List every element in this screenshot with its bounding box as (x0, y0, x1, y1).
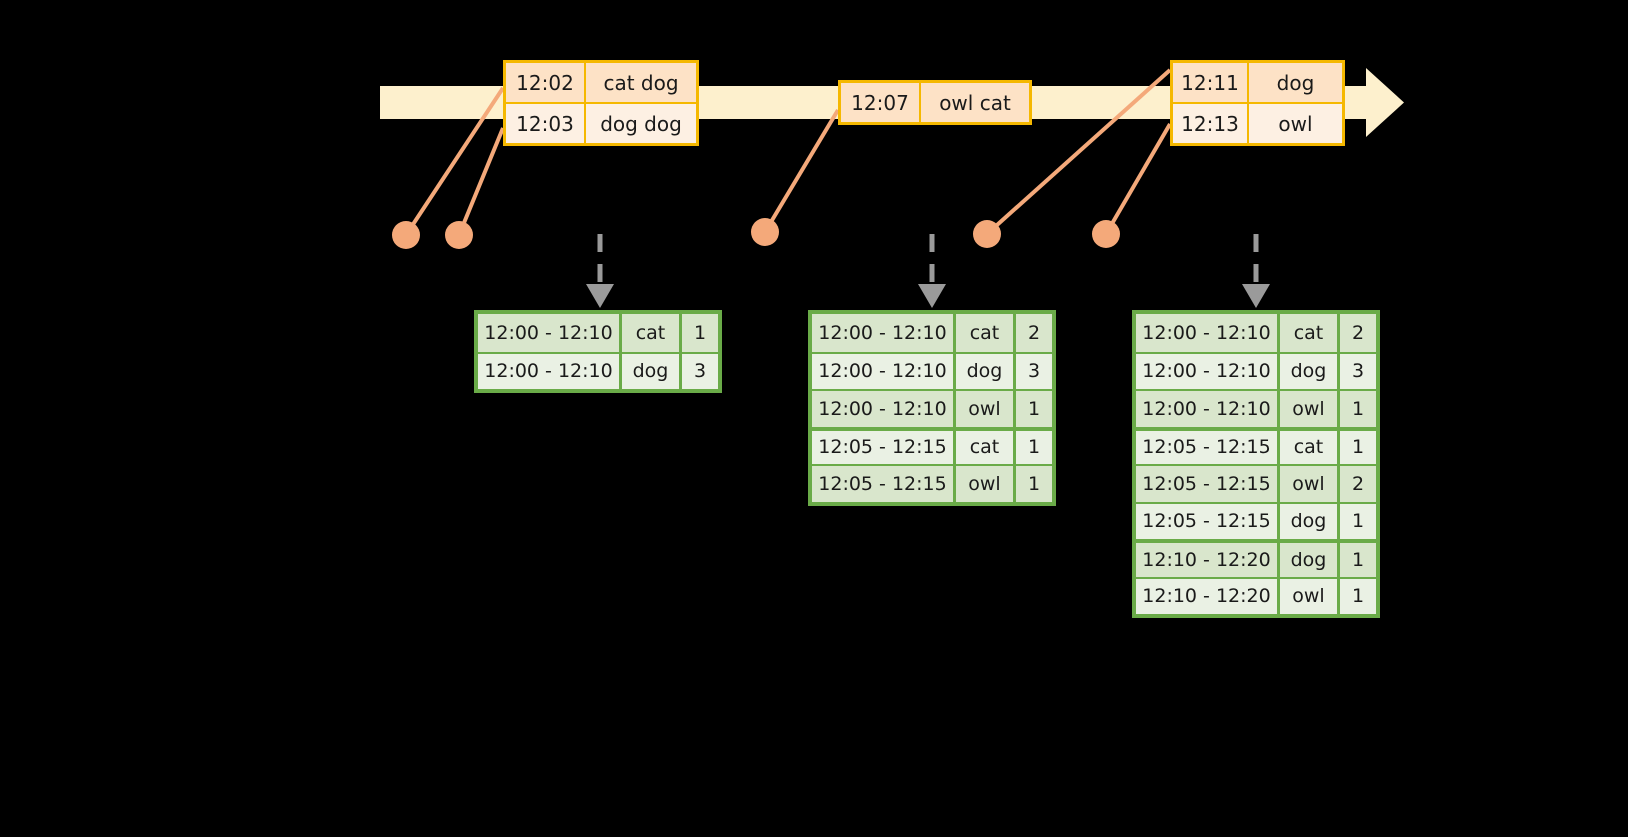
emit-arrows (597, 234, 1259, 286)
word-cell: dog (1280, 353, 1340, 389)
table-row[interactable]: 12:00 - 12:10 owl 1 (812, 389, 1052, 427)
window-cell: 12:00 - 12:10 (1136, 391, 1280, 427)
event-words: cat dog (603, 70, 679, 95)
count-cell: 3 (1027, 360, 1041, 383)
event-row[interactable]: 12:02 cat dog (506, 63, 696, 102)
window-cell: 12:00 - 12:10 (1136, 353, 1280, 389)
word-cell: cat (1280, 314, 1340, 352)
event-time: 12:11 (1173, 63, 1249, 102)
word-cell: owl (956, 391, 1016, 427)
event-row[interactable]: 12:11 dog (1173, 63, 1342, 102)
result-table-1[interactable]: 12:00 - 12:10 cat 1 12:00 - 12:10 dog 3 (474, 310, 722, 393)
count-cell: 2 (1351, 472, 1365, 495)
marker-dot-5[interactable] (1092, 220, 1120, 248)
table-row[interactable]: 12:10 - 12:20 dog 1 (1136, 539, 1376, 577)
marker-dots (392, 218, 1120, 249)
window-cell: 12:00 - 12:10 (812, 353, 956, 389)
table-row[interactable]: 12:05 - 12:15 cat 1 (1136, 426, 1376, 464)
table-row[interactable]: 12:00 - 12:10 dog 3 (478, 351, 718, 389)
window-cell: 12:10 - 12:20 (1136, 543, 1280, 577)
event-words: owl (1278, 111, 1313, 136)
count-cell: 1 (1027, 397, 1041, 420)
event-row[interactable]: 12:07 owl cat (841, 83, 1029, 122)
event-words: dog dog (600, 111, 682, 136)
table-row[interactable]: 12:00 - 12:10 cat 2 (1136, 314, 1376, 352)
count-cell: 1 (693, 321, 707, 344)
window-cell: 12:00 - 12:10 (478, 314, 622, 352)
count-cell: 2 (1351, 321, 1365, 344)
window-cell: 12:10 - 12:20 (1136, 578, 1280, 614)
count-cell: 3 (693, 360, 707, 383)
event-time: 12:02 (506, 63, 586, 102)
word-cell: owl (1280, 391, 1340, 427)
count-cell: 1 (1351, 397, 1365, 420)
word-cell: dog (622, 353, 682, 389)
marker-dot-2[interactable] (445, 221, 473, 249)
event-group-2[interactable]: 12:07 owl cat (838, 80, 1032, 125)
marker-dot-1[interactable] (392, 221, 420, 249)
event-row[interactable]: 12:03 dog dog (506, 102, 696, 143)
table-row[interactable]: 12:05 - 12:15 owl 2 (1136, 464, 1376, 502)
word-cell: cat (956, 430, 1016, 464)
window-cell: 12:00 - 12:10 (478, 353, 622, 389)
event-words: dog (1276, 70, 1315, 95)
table-row[interactable]: 12:05 - 12:15 cat 1 (812, 426, 1052, 464)
window-cell: 12:00 - 12:10 (1136, 314, 1280, 352)
word-cell: owl (1280, 466, 1340, 502)
table-row[interactable]: 12:00 - 12:10 cat 2 (812, 314, 1052, 352)
count-cell: 1 (1351, 510, 1365, 533)
table-row[interactable]: 12:05 - 12:15 owl 1 (812, 464, 1052, 502)
count-cell: 1 (1351, 548, 1365, 571)
window-cell: 12:00 - 12:10 (812, 391, 956, 427)
marker-connectors (404, 68, 1172, 237)
word-cell: dog (1280, 543, 1340, 577)
marker-dot-3[interactable] (751, 218, 779, 246)
count-cell: 1 (1027, 436, 1041, 459)
word-cell: cat (1280, 430, 1340, 464)
event-time: 12:07 (841, 83, 921, 122)
table-row[interactable]: 12:05 - 12:15 dog 1 (1136, 501, 1376, 539)
event-group-3[interactable]: 12:11 dog 12:13 owl (1170, 60, 1345, 146)
event-group-1[interactable]: 12:02 cat dog 12:03 dog dog (503, 60, 699, 146)
window-cell: 12:05 - 12:15 (812, 466, 956, 502)
window-cell: 12:05 - 12:15 (812, 430, 956, 464)
table-row[interactable]: 12:00 - 12:10 dog 3 (812, 351, 1052, 389)
result-table-3[interactable]: 12:00 - 12:10 cat 2 12:00 - 12:10 dog 3 … (1132, 310, 1380, 618)
event-words: owl cat (939, 90, 1011, 115)
word-cell: owl (956, 466, 1016, 502)
count-cell: 1 (1351, 585, 1365, 608)
result-table-2[interactable]: 12:00 - 12:10 cat 2 12:00 - 12:10 dog 3 … (808, 310, 1056, 506)
word-cell: owl (1280, 578, 1340, 614)
window-cell: 12:05 - 12:15 (1136, 466, 1280, 502)
window-cell: 12:05 - 12:15 (1136, 503, 1280, 539)
word-cell: dog (956, 353, 1016, 389)
table-row[interactable]: 12:10 - 12:20 owl 1 (1136, 576, 1376, 614)
table-row[interactable]: 12:00 - 12:10 cat 1 (478, 314, 718, 352)
event-time: 12:03 (506, 104, 586, 143)
count-cell: 2 (1027, 321, 1041, 344)
table-row[interactable]: 12:00 - 12:10 owl 1 (1136, 389, 1376, 427)
window-cell: 12:00 - 12:10 (812, 314, 956, 352)
word-cell: cat (956, 314, 1016, 352)
event-time: 12:13 (1173, 104, 1249, 143)
table-row[interactable]: 12:00 - 12:10 dog 3 (1136, 351, 1376, 389)
word-cell: dog (1280, 503, 1340, 539)
emit-arrowheads (586, 284, 1270, 308)
count-cell: 1 (1351, 436, 1365, 459)
count-cell: 3 (1351, 360, 1365, 383)
marker-dot-4[interactable] (973, 220, 1001, 248)
window-cell: 12:05 - 12:15 (1136, 430, 1280, 464)
count-cell: 1 (1027, 472, 1041, 495)
word-cell: cat (622, 314, 682, 352)
event-row[interactable]: 12:13 owl (1173, 102, 1342, 143)
